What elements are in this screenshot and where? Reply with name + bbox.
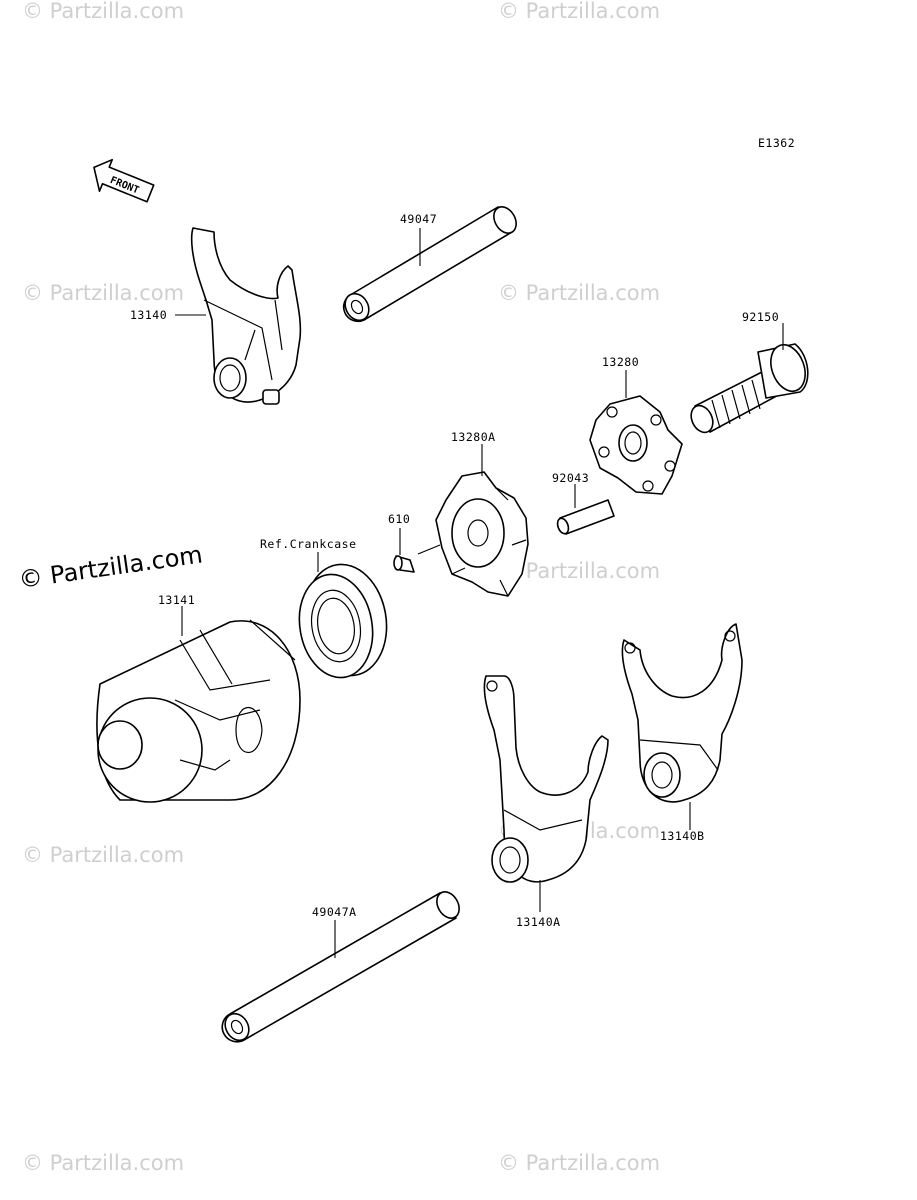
- shift-drum-13141: [96, 619, 301, 803]
- label-13141: 13141: [158, 593, 195, 607]
- pin-610: [393, 555, 415, 573]
- diagram-code: E1362: [758, 136, 795, 150]
- label-49047: 49047: [400, 212, 437, 226]
- label-13140A: 13140A: [516, 915, 561, 929]
- cam-plate-13280: [589, 395, 683, 495]
- bearing-ref-crankcase: [298, 563, 388, 679]
- front-arrow-icon: FRONT: [93, 158, 155, 203]
- shaft-49047A: [221, 891, 460, 1043]
- label-610: 610: [388, 512, 410, 526]
- label-ref-crankcase: Ref.Crankcase: [260, 537, 357, 551]
- label-92043: 92043: [552, 471, 589, 485]
- watermark-main: © Partzilla.com: [17, 540, 204, 594]
- shift-fork-13140A: [483, 675, 609, 883]
- watermark-text: © Partzilla.com: [22, 281, 184, 305]
- label-92150: 92150: [742, 310, 779, 324]
- watermark-text: © Partzilla.com: [22, 843, 184, 867]
- label-13280: 13280: [602, 355, 639, 369]
- label-49047A: 49047A: [312, 905, 357, 919]
- shaft-49047: [342, 206, 517, 323]
- shift-fork-13140: [190, 227, 302, 405]
- label-13140B: 13140B: [660, 829, 705, 843]
- watermark-text: © Partzilla.com: [498, 281, 660, 305]
- bolt-92150: [690, 343, 809, 434]
- label-13140: 13140: [130, 308, 167, 322]
- watermark-text: © Partzilla.com: [498, 1151, 660, 1175]
- watermark-text: © Partzilla.com: [22, 1151, 184, 1175]
- watermark-text: © Partzilla.com: [22, 0, 184, 23]
- label-13280A: 13280A: [451, 430, 496, 444]
- pin-92043: [556, 499, 615, 535]
- shift-fork-13140B: [621, 623, 743, 803]
- watermark-text: © Partzilla.com: [498, 0, 660, 23]
- cam-13280A: [435, 471, 529, 597]
